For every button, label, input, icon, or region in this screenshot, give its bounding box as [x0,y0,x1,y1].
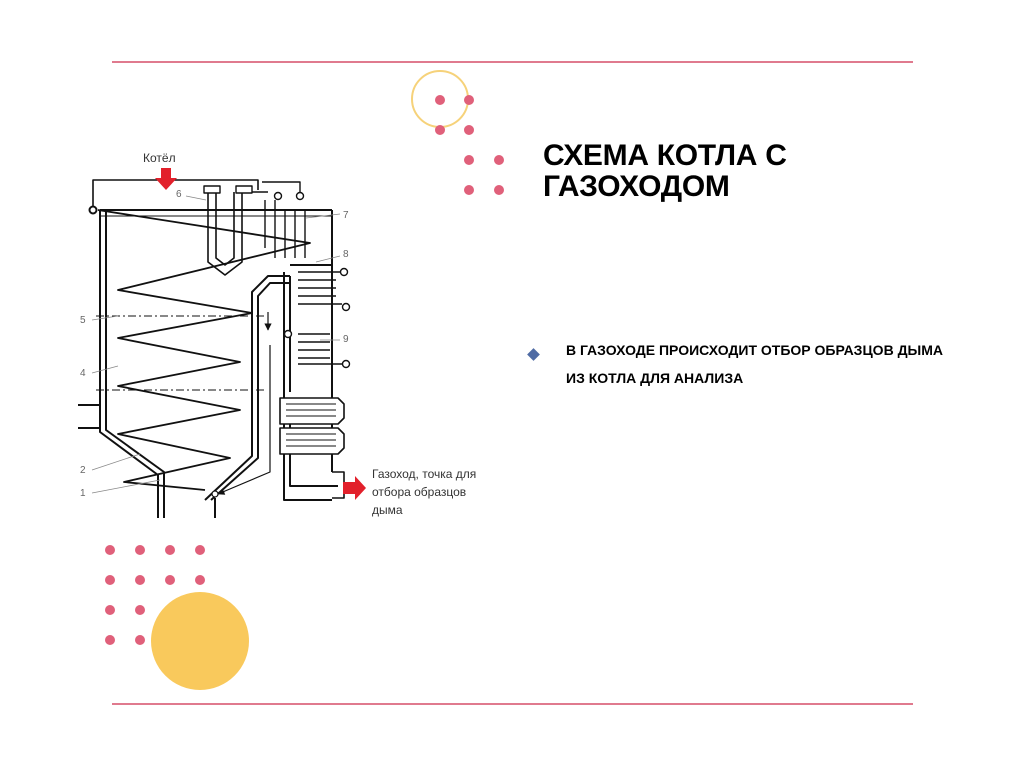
decorative-dot [165,545,175,555]
decorative-dot [165,575,175,585]
decorative-disc [151,592,249,690]
decorative-dot [435,95,445,105]
vertical-tubes [207,192,243,276]
decorative-dot [105,575,115,585]
decorative-dot [135,635,145,645]
callout-8: 8 [343,249,349,260]
callout-5: 5 [80,315,86,326]
decorative-dot [105,545,115,555]
callout-7: 7 [343,210,349,221]
decorative-dot [464,95,474,105]
boiler-label: Котёл [143,151,176,165]
decorative-dot [105,605,115,615]
bottom-divider [112,703,913,705]
economizer-coil-9 [298,333,342,365]
inlet-stub [78,404,100,429]
callout-2: 2 [80,465,86,476]
heating-coil [97,209,311,491]
superheater-coil-7 [264,200,306,258]
decorative-dot [494,185,504,195]
flue-label-line: Газоход, точка для [372,467,476,481]
callout-1: 1 [80,488,86,499]
bullet-text: В ГАЗОХОДЕ ПРОИСХОДИТ ОТБОР ОБРАЗЦОВ ДЫМ… [566,342,944,386]
furnace-inner-wall [105,212,165,518]
callout-9: 9 [343,334,349,345]
boiler-arrow [155,168,177,190]
flue-label-line: дыма [372,503,403,517]
top-divider [112,61,913,63]
flue-arrow [343,476,366,500]
feed-pipe [92,179,259,210]
decorative-dot [195,545,205,555]
economizer-coil-8 [298,271,342,305]
decorative-dot [135,605,145,615]
decorative-dot [464,125,474,135]
decorative-dot [464,155,474,165]
slide-title: СХЕМА КОТЛА С ГАЗОХОДОМ [543,139,787,203]
decorative-dot [435,125,445,135]
decorative-dot [135,575,145,585]
flue-label: Газоход, точка для отбора образцов дыма [372,467,480,517]
decorative-dot [494,155,504,165]
callout-4: 4 [80,368,86,379]
decorative-dot [464,185,474,195]
decorative-dot [105,635,115,645]
callout-6: 6 [176,189,182,200]
decorative-dot [195,575,205,585]
hopper-right [204,275,290,501]
flue-label-line: отбора образцов [372,485,466,499]
flue-channel [283,264,333,501]
decorative-dot [135,545,145,555]
air-heater [279,397,345,425]
flow-line [217,345,271,495]
